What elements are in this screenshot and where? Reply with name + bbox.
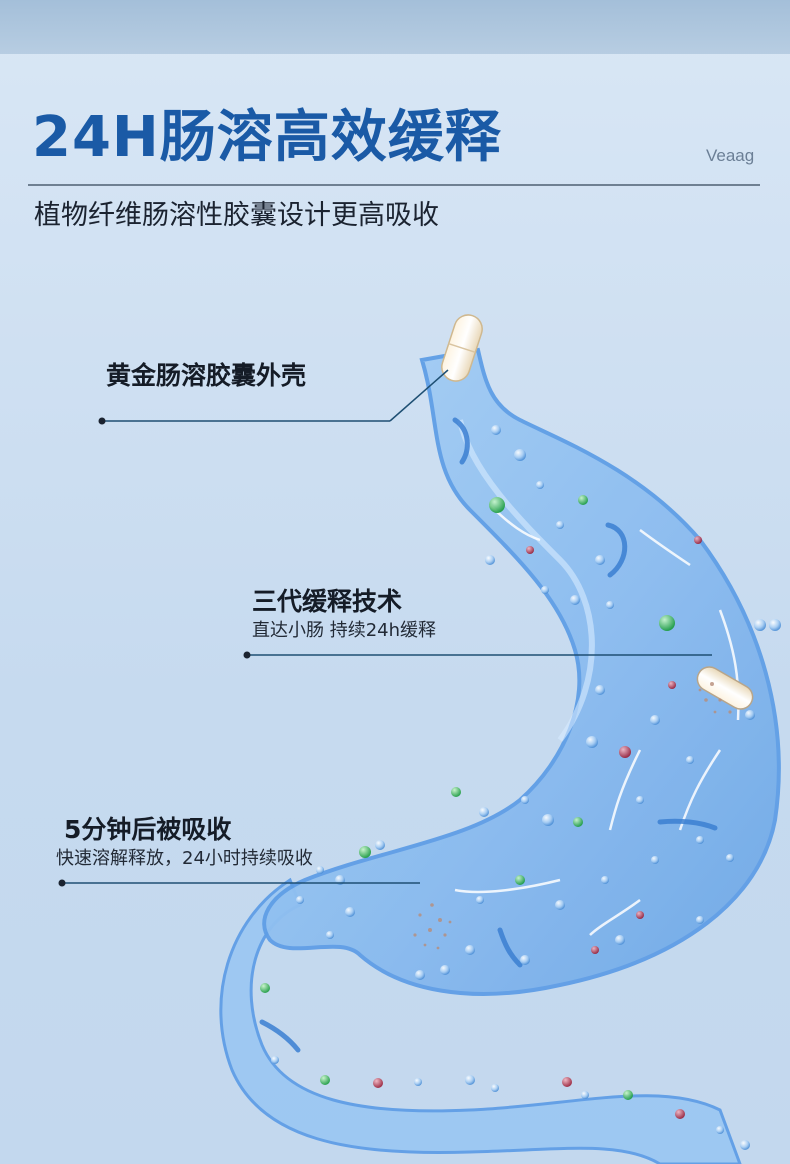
bubble (581, 1091, 589, 1099)
bubble (440, 965, 450, 975)
bubble (562, 1077, 572, 1087)
bubble (465, 1075, 475, 1085)
bubble (668, 681, 676, 689)
bubble (696, 836, 704, 844)
bubble (526, 546, 534, 554)
bubble (726, 854, 734, 862)
bubble (601, 876, 609, 884)
bubble (555, 900, 565, 910)
bubble (740, 1140, 750, 1150)
bubble (650, 715, 660, 725)
bubble (615, 935, 625, 945)
bubble (373, 1078, 383, 1088)
bubble (696, 916, 704, 924)
bubble (675, 1109, 685, 1119)
bubble (570, 595, 580, 605)
leader-line-2 (243, 651, 712, 659)
bubble (359, 846, 371, 858)
bubble (514, 449, 526, 461)
callout-absorption-desc: 快速溶解释放，24小时持续吸收 (56, 848, 313, 869)
bubble (573, 817, 583, 827)
stomach-shape (219, 347, 781, 1164)
bubble (520, 955, 530, 965)
bubble (491, 1084, 499, 1092)
bubble (414, 1078, 422, 1086)
bubble (491, 425, 501, 435)
bubble (694, 536, 702, 544)
bubble (556, 521, 564, 529)
bubble (586, 736, 598, 748)
bubble (716, 1126, 724, 1134)
capsule-icon (441, 314, 483, 382)
bubble (271, 1056, 279, 1064)
bubble (591, 946, 599, 954)
bubble (659, 615, 675, 631)
callout-release-tech-desc: 直达小肠 持续24h缓释 (252, 620, 437, 641)
bubble (521, 796, 529, 804)
bubble (515, 875, 525, 885)
bubble (536, 481, 544, 489)
top-banner-strip (0, 0, 790, 54)
leader-line-1 (98, 369, 449, 425)
page-title: 24H肠溶高效缓释 (32, 105, 502, 170)
page-subtitle: 植物纤维肠溶性胶囊设计更高吸收 (34, 200, 439, 231)
bubble (619, 746, 631, 758)
bubble (623, 1090, 633, 1100)
probiotic-clusters (259, 417, 718, 1053)
bubble (636, 911, 644, 919)
bubble (636, 796, 644, 804)
title-divider (28, 184, 760, 186)
bubble (476, 896, 484, 904)
bubble (745, 710, 755, 720)
bubble (595, 685, 605, 695)
bubble-group (260, 425, 781, 1150)
bubble (595, 555, 605, 565)
bubble (465, 945, 475, 955)
bubble (541, 586, 549, 594)
bubble (345, 907, 355, 917)
bubble (320, 1075, 330, 1085)
bubble (260, 983, 270, 993)
bubble (415, 970, 425, 980)
callout-capsule-shell-title: 黄金肠溶胶囊外壳 (106, 361, 307, 390)
bubble (326, 931, 334, 939)
brand-label: Veaag (706, 146, 755, 165)
dissolving-capsule-icon (696, 666, 754, 710)
callout-release-tech-title: 三代缓释技术 (252, 587, 403, 616)
bubble (489, 497, 505, 513)
bubble (606, 601, 614, 609)
bubble (485, 555, 495, 565)
bubble (686, 756, 694, 764)
bubble (542, 814, 554, 826)
bubble (754, 619, 766, 631)
callout-absorption-title: 5分钟后被吸收 (64, 815, 232, 844)
bubble (578, 495, 588, 505)
bubble (375, 840, 385, 850)
bubble (316, 866, 324, 874)
bubble (296, 896, 304, 904)
granule-cloud (413, 682, 732, 950)
bubble (479, 807, 489, 817)
bubble (769, 619, 781, 631)
leader-line-3 (58, 879, 420, 887)
bubble (651, 856, 659, 864)
bubble (451, 787, 461, 797)
